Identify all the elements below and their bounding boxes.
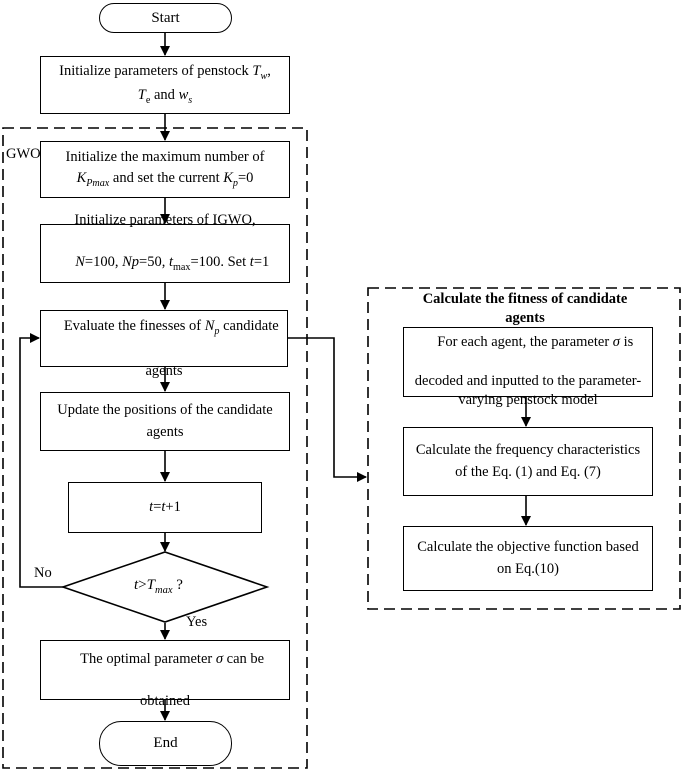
init-max-box: Initialize the maximum number of KPmax a… [40,141,290,198]
end-terminal: End [99,721,232,766]
end-label: End [153,735,178,751]
no-label: No [34,565,52,581]
fitness-step1-line1: For each agent, the parameter σ is [437,333,634,350]
evaluate-line1: Evaluate the finesses of Np candidate [63,318,279,338]
gwo-label: GWO [6,146,41,162]
fitness-step3-line2: on Eq.(10) [496,560,559,577]
update-line2: agents [146,423,184,440]
evaluate-box: Evaluate the finesses of Np candidate ag… [40,310,288,379]
fitness-step3-line1: Calculate the objective function based [417,539,639,556]
gwo-dashed-frame [2,127,308,769]
init-igwo-line2: N=100, Np=50, tmax=100. Set t=1 [75,254,270,274]
fitness-dashed-frame [367,287,681,610]
arrow-to-fitness-panel [287,337,367,482]
increment-box: t=t+1 [68,482,262,533]
init-penstock-line2: Te and ws [137,87,193,106]
fitness-step3-box: Calculate the objective function based o… [403,526,653,591]
init-max-line1: Initialize the maximum number of [65,149,265,166]
fitness-step2-line2: of the Eq. (1) and Eq. (7) [455,463,601,480]
optimal-box: The optimal parameter σ can be obtained [40,640,290,709]
update-line1: Update the positions of the candidate [57,402,273,419]
fitness-step1-line2: decoded and inputted to the parameter- [414,372,642,389]
evaluate-line2: agents [145,362,183,379]
init-igwo-line1: Initialize parameters of IGWO, [74,212,256,229]
fitness-step1-box: For each agent, the parameter σ is decod… [403,327,653,408]
increment-text: t=t+1 [149,498,181,515]
init-penstock-line1: Initialize parameters of penstock Tw, [59,63,271,83]
start-label: Start [151,9,180,26]
fitness-step1-line3: varying penstock model [458,392,598,409]
decision-text: t>Tmax ? [134,577,183,596]
decision-diamond [60,551,270,623]
fitness-step2-line1: Calculate the frequency characteristics [415,442,641,459]
fitness-step2-box: Calculate the frequency characteristics … [403,427,653,496]
update-box: Update the positions of the candidate ag… [40,392,290,451]
yes-label: Yes [186,614,208,630]
optimal-line1: The optimal parameter σ can be [80,650,265,667]
optimal-line2: obtained [140,693,190,710]
arrow-no-loop [19,333,63,588]
init-max-line2: KPmax and set the current Kp=0 [76,170,254,190]
init-penstock-box: Initialize parameters of penstock Tw, Te… [40,56,290,114]
fitness-panel-title: Calculate the fitness of candidate agent… [422,291,628,326]
start-terminal: Start [99,3,232,33]
init-igwo-box: Initialize parameters of IGWO, N=100, Np… [40,212,290,283]
